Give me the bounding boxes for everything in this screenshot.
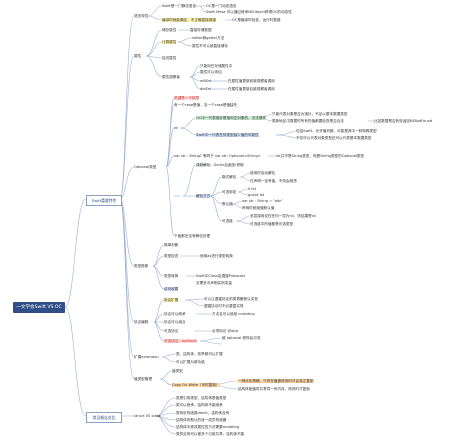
node-c8c[interactable]: 在声明一定有值，不然会崩溃	[250, 179, 297, 183]
node-g2a[interactable]: 一种优化策略，只有在值被修改时才会真正复制	[238, 379, 314, 383]
node-b4d[interactable]: 在属性值更新前被观察者调用	[228, 79, 275, 83]
node-c8b[interactable]: 使用时自动解包	[250, 171, 276, 175]
node-c10b[interactable]: 可选链中的值都是可选类型	[250, 222, 294, 226]
node-a2a[interactable]: OC是编译时检查，运行时报错	[232, 18, 281, 22]
node-b1a[interactable]: 直接存储数据	[190, 28, 212, 32]
node-c1[interactable]: 关键是一个枚举	[174, 96, 200, 100]
node-d4a[interactable]: 无需多次声明实例变量	[196, 281, 232, 285]
node-c[interactable]: Optional类型	[134, 165, 157, 169]
node-b2[interactable]: 计算属性	[162, 40, 177, 44]
node-c10a[interactable]: 多层调用仅仅任何一层为nil，则结果是nil	[250, 214, 317, 218]
node-a2[interactable]: 编译时就能确定，不正确直接报错	[162, 18, 216, 22]
node-c2[interactable]: 有一个case是值，另一个case是值缺失	[174, 103, 238, 107]
node-f1[interactable]: 类、结构体、枚举都可以扩展	[176, 352, 223, 356]
node-e3[interactable]: 协议可以组合	[164, 320, 186, 324]
node-h6[interactable]: 类的实例可以被多个引用共享，结构体不能	[176, 432, 245, 436]
node-c8[interactable]: 解包方式	[196, 194, 211, 198]
node-d3a[interactable]: Swift中Class会遵循Protocols	[196, 274, 246, 278]
node-b4c[interactable]: willSet	[200, 79, 212, 83]
node-d2a[interactable]: 使用as进行类型转换	[200, 254, 233, 258]
node-c9[interactable]: 可选绑定	[222, 190, 237, 194]
node-e2a[interactable]: 方法名可以使用 mutating	[212, 312, 255, 316]
node-e1a[interactable]: 可以让遵循协议的类具备默认实现	[204, 297, 258, 301]
node-c6[interactable]: var str : String? 等同于 var str: Optional<…	[174, 154, 261, 158]
branch-common[interactable]: 常见概念对比	[86, 412, 122, 423]
node-g1[interactable]: 值类型	[172, 369, 183, 373]
node-a1a[interactable]: OC是一门动态语言	[206, 4, 237, 8]
node-c3[interactable]: OC中一代表指针是指向空对象的，无法操作	[196, 116, 267, 120]
node-c3b[interactable]: 更新地区中数据时所有的值都要检查是否合法	[272, 119, 344, 123]
node-a1b[interactable]: Swift-Mesa 可以通过继承NSObject获得OC的动态性	[206, 10, 292, 14]
node-c9e[interactable]: 声明时就赋值默认值	[242, 206, 275, 210]
node-c7[interactable]: 强制解包	[196, 163, 211, 167]
node-c7a[interactable]: Ssrstr后面加!获取	[214, 163, 244, 167]
node-e4a[interactable]: 必须标记 @objc	[212, 329, 239, 333]
node-b4e[interactable]: didSet	[200, 87, 212, 91]
node-h1[interactable]: 类是引用类型，结构体是值类型	[176, 396, 227, 400]
node-c4[interactable]: nil	[174, 126, 179, 130]
node-c9b[interactable]: guard let	[248, 193, 265, 197]
node-e2[interactable]: 协议可以继承	[164, 312, 186, 316]
node-a[interactable]: 语言特性	[134, 14, 149, 18]
node-e5[interactable]: 可选协议：optional	[164, 339, 197, 343]
node-c6a[interactable]: str并不是String类型，而是String类型的Optional类型	[276, 154, 365, 158]
node-d2[interactable]: 类型检查	[164, 254, 179, 258]
node-b4f[interactable]: 在属性值更新后被观察者调用	[228, 87, 275, 91]
node-g2[interactable]: Copy On Write（写时复制）	[172, 383, 220, 387]
node-b4b[interactable]: 属性可以添加	[200, 70, 222, 74]
node-c11[interactable]: 下面都还没有解包处理	[174, 234, 210, 238]
node-d1[interactable]: 简单判断	[164, 243, 179, 247]
node-h[interactable]: struct VS class	[134, 414, 161, 418]
node-e5a[interactable]: 被 optional 修饰后可选	[222, 336, 261, 340]
node-d4[interactable]: 访问权限	[164, 287, 179, 291]
node-d[interactable]: 类型推断	[134, 264, 149, 268]
node-c9a[interactable]: if let	[248, 187, 257, 191]
node-g2b[interactable]: 结构体赋值时共享同一份内存，修改时才复制	[238, 387, 310, 391]
node-h2[interactable]: 类可以继承，结构体不能继承	[176, 403, 223, 407]
node-c5b[interactable]: 不仅可以代表对象类型还可以代表基本数据类型	[296, 136, 372, 140]
branch-swift[interactable]: Swift重要特性	[86, 195, 122, 206]
node-b4a[interactable]: 只能用在存储属性中	[200, 64, 233, 68]
node-d3[interactable]: 类型转换	[164, 274, 179, 278]
node-c9c[interactable]: 默认值	[222, 202, 233, 206]
node-b2a[interactable]: setter和getter方法	[192, 36, 225, 40]
node-f1a[interactable]: 可以扩展为新功能	[176, 360, 205, 364]
node-e1[interactable]: 协议扩展	[164, 298, 179, 302]
node-e[interactable]: 协议编程	[134, 320, 149, 324]
node-b4[interactable]: 属性观察者	[162, 75, 180, 79]
node-c5a[interactable]: 包括Swift，允许值判断，可能是其中一种特殊类型	[296, 129, 377, 133]
node-a1[interactable]: Swift是一门静态语言	[162, 4, 196, 8]
node-c9d[interactable]: var str : String = "abc"	[242, 199, 283, 203]
node-h4[interactable]: 结构体有默认的逐一成员构造器	[176, 418, 227, 422]
node-c5[interactable]: Swift中一代表任何类型缺少值的可能性	[196, 133, 259, 137]
node-h5[interactable]: 结构体中修改属性的方法需要mutating	[176, 425, 240, 429]
node-e4[interactable]: 可选协议	[164, 329, 179, 333]
node-h3[interactable]: 类有析构函数deinit，结构体没有	[176, 411, 230, 415]
node-b[interactable]: 属性	[134, 54, 142, 58]
node-g[interactable]: 值类型管理	[134, 377, 152, 381]
node-b3[interactable]: 延迟属性	[162, 56, 177, 60]
node-f[interactable]: 扩展extension	[134, 355, 159, 359]
node-b2b[interactable]: 属性不可以被直接储存	[192, 44, 228, 48]
node-c8a[interactable]: 隐式解包	[222, 175, 237, 179]
node-c3c[interactable]: 比如数据是否有效返回NSNotFound	[374, 119, 433, 123]
node-c10[interactable]: 可选链	[222, 219, 233, 223]
root-node[interactable]: 一文学会Swift VS OC	[13, 302, 65, 313]
node-c3a[interactable]: 只能代表对象是否为指针，不足以基本数据类型	[272, 112, 348, 116]
node-e1b[interactable]: 遵循协议时不必重复实现	[204, 304, 244, 308]
node-b1[interactable]: 储存属性	[162, 28, 177, 32]
